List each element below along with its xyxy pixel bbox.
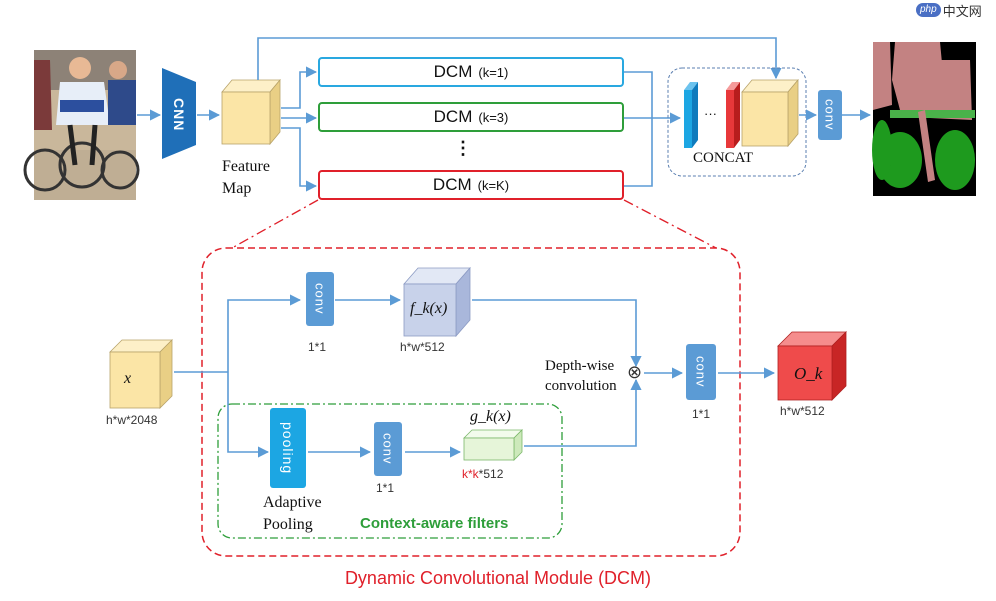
output-ok-symbol: O_k xyxy=(794,364,823,383)
context-aware-box xyxy=(217,403,563,539)
adaptive-pooling-line2: Pooling xyxy=(263,516,313,533)
gk-symbol: g_k(x) xyxy=(470,408,511,425)
input-x-symbol: x xyxy=(124,370,132,387)
fk-symbol: f_k(x) xyxy=(410,300,448,317)
input-x-cube xyxy=(109,339,173,409)
feature-map-label-line1: Feature xyxy=(222,158,270,175)
dcm-box-kK-k: (k=K) xyxy=(477,177,510,193)
depthwise-label: Depth-wise convolution xyxy=(545,356,617,396)
dcm-ellipsis: ⋮ xyxy=(454,138,472,158)
conv-bottom-block: conv xyxy=(374,422,402,476)
dcm-box-k3-k: (k=3) xyxy=(478,109,509,125)
fk-cube xyxy=(403,266,471,338)
depthwise-line1: Depth-wise xyxy=(545,358,615,374)
dcm-box-k1: DCM (k=1) xyxy=(318,57,624,87)
input-dims: h*w*2048 xyxy=(106,413,158,427)
dcm-box-k1-name: DCM xyxy=(433,62,473,81)
concat-dots: ··· xyxy=(704,106,717,121)
adaptive-pooling-line1: Adaptive xyxy=(263,494,322,511)
watermark-php: php xyxy=(916,3,941,17)
feature-map-label-line2: Map xyxy=(222,180,252,197)
fk-dims: h*w*512 xyxy=(400,340,445,354)
depthwise-line2: convolution xyxy=(545,378,617,394)
feature-map-label: Feature Map xyxy=(222,156,270,200)
dcm-box-k3-name: DCM xyxy=(433,107,473,126)
concat-blue-slab xyxy=(684,82,698,148)
input-image xyxy=(23,50,140,200)
context-aware-label: Context-aware filters xyxy=(360,515,509,532)
segmentation-output-image xyxy=(872,42,976,196)
watermark: php 中文网 xyxy=(916,2,982,19)
conv-bottom-size: 1*1 xyxy=(376,481,395,495)
conv-right-block: conv xyxy=(686,344,716,400)
gk-dims-k: k*k xyxy=(462,467,479,481)
gk-cube xyxy=(463,429,523,461)
concat-yellow-cube xyxy=(741,78,799,148)
top-conv-block: conv xyxy=(818,90,842,140)
concat-label: CONCAT xyxy=(693,150,754,166)
conv-top-block: conv xyxy=(306,272,334,326)
output-dims: h*w*512 xyxy=(780,404,825,418)
gk-dims: k*k*512 xyxy=(462,467,503,481)
gk-dims-rest: *512 xyxy=(478,467,504,481)
cnn-block xyxy=(162,68,196,159)
dcm-box-k3: DCM (k=3) xyxy=(318,102,624,132)
adaptive-pooling-label: Adaptive Pooling xyxy=(263,492,322,536)
pooling-block: pooling xyxy=(270,408,306,488)
otimes-symbol: ⊗ xyxy=(627,362,643,382)
dcm-box-kK: DCM (k=K) xyxy=(318,170,624,200)
dcm-box-kK-name: DCM xyxy=(432,175,472,194)
feature-map-cube xyxy=(221,78,281,146)
conv-right-size: 1*1 xyxy=(692,407,711,421)
output-ok-cube xyxy=(777,331,847,401)
cnn-label: CNN xyxy=(171,98,187,132)
concat-red-slab xyxy=(726,82,740,148)
watermark-site: 中文网 xyxy=(942,3,982,19)
conv-top-size: 1*1 xyxy=(308,340,327,354)
dcm-box-k1-k: (k=1) xyxy=(478,64,509,80)
concat-group xyxy=(667,67,807,177)
dcm-detail-box xyxy=(201,247,741,557)
module-title: Dynamic Convolutional Module (DCM) xyxy=(344,568,652,588)
